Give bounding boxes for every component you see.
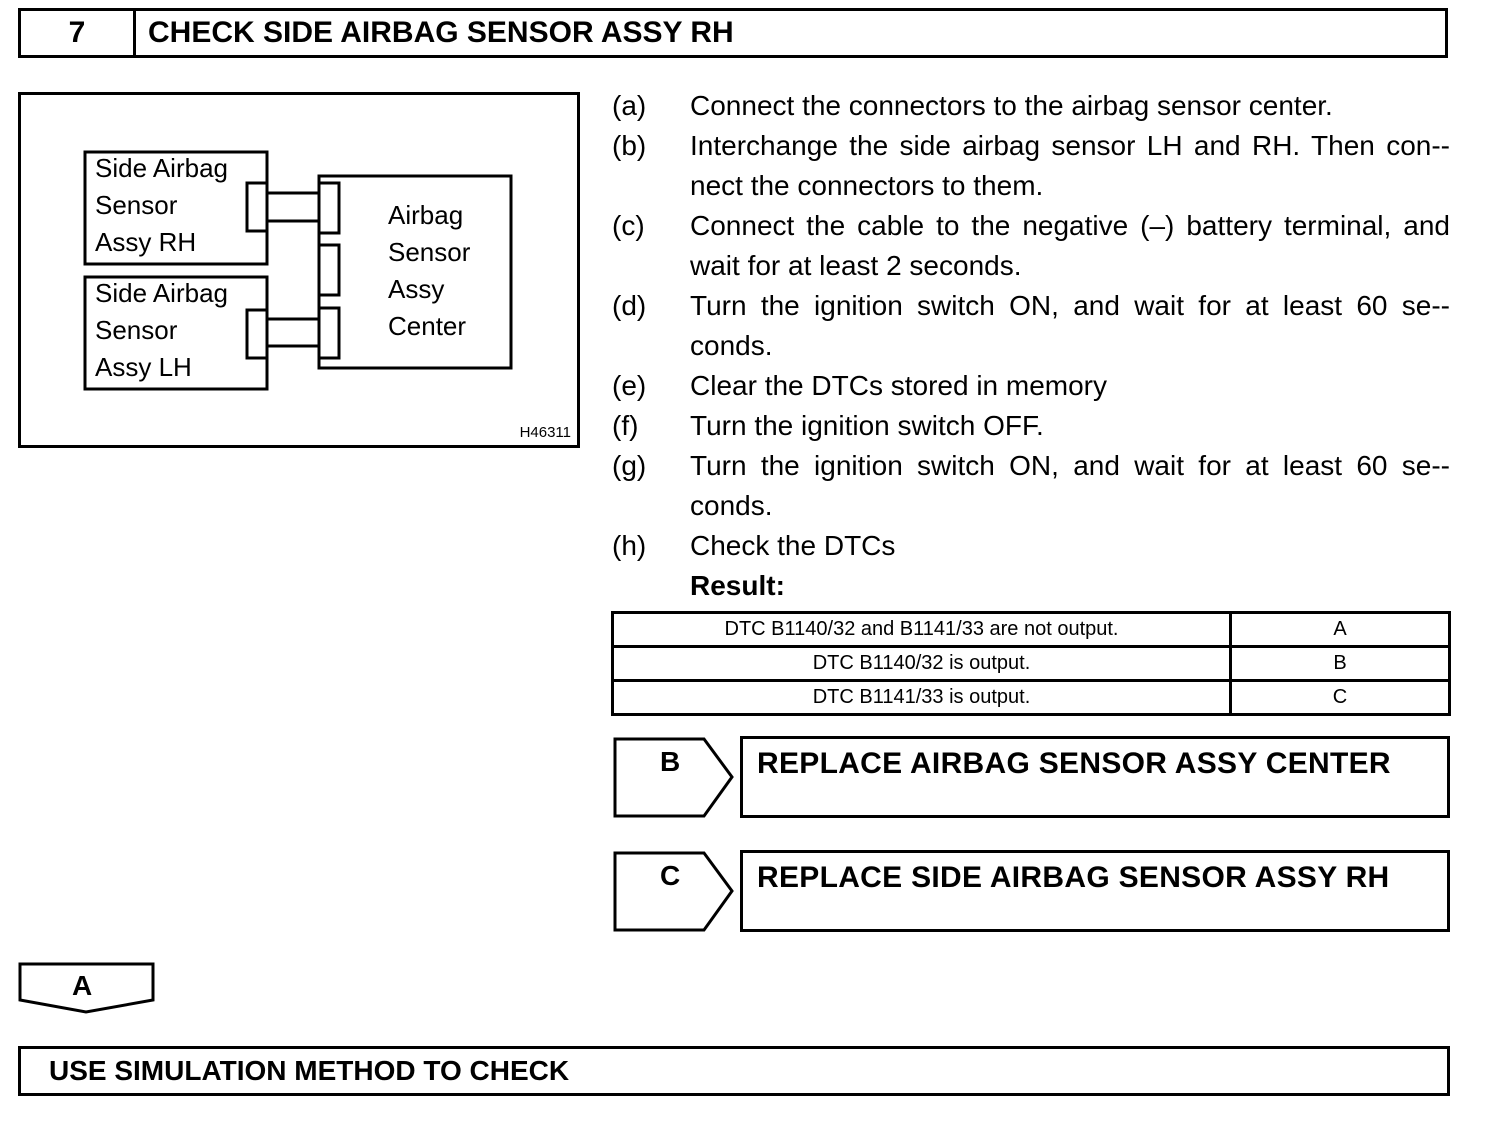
step-letter: (g) [612,450,647,481]
right-arrow-icon [613,737,734,818]
result-label: Result: [690,570,785,601]
sensor-rh-connector [245,181,269,233]
table-row: DTC B1140/32 is output. B [611,645,1451,682]
sensor-lh-connector [245,308,269,360]
next-step-text: USE SIMULATION METHOD TO CHECK [49,1055,570,1086]
outcome-code: B [660,746,681,777]
step-text: Interchange the side airbag sensor LH an… [690,130,1450,201]
outcome-code: C [660,860,681,891]
action-text: REPLACE AIRBAG SENSOR ASSY CENTER [757,747,1391,780]
instruction-step: (g) Turn the ignition switch ON, and wai… [612,446,1450,526]
instruction-step: (d) Turn the ignition switch ON, and wai… [612,286,1450,366]
result-table: DTC B1140/32 and B1141/33 are not output… [611,611,1451,716]
next-step-arrow: A [18,962,156,1016]
next-code: A [72,970,93,1001]
step-letter: (f) [612,410,639,441]
figure-id: H46311 [519,424,571,441]
step-text: Check the DTCs [690,530,896,561]
instruction-step: (c) Connect the cable to the negative (–… [612,206,1450,286]
instruction-step: (h) Check the DTCs [612,526,1450,566]
right-arrow-icon [613,851,734,932]
next-step-box: USE SIMULATION METHOD TO CHECK [18,1046,1450,1096]
down-arrow-icon [18,962,155,1014]
step-number: 7 [21,11,136,55]
outcome-b: B REPLACE AIRBAG SENSOR ASSY CENTER [612,736,1452,820]
action-text: REPLACE SIDE AIRBAG SENSOR ASSY RH [757,861,1390,894]
step-letter: (b) [612,130,647,161]
step-letter: (c) [612,210,645,241]
sensor-rh-label: Side Airbag Sensor Assy RH [95,153,228,257]
table-row: DTC B1141/33 is output. C [611,679,1451,716]
wiring-diagram: Side Airbag Sensor Assy RH Side Airbag S… [18,92,580,448]
center-connector-3 [317,306,341,360]
step-letter: (h) [612,530,647,561]
step-text: Turn the ignition switch ON, and wait fo… [690,450,1450,521]
sensor-lh-label: Side Airbag Sensor Assy LH [95,278,228,382]
step-text: Clear the DTCs stored in memory [690,370,1108,401]
action-box: REPLACE AIRBAG SENSOR ASSY CENTER [740,736,1450,818]
step-text: Turn the ignition switch ON, and wait fo… [690,290,1450,361]
step-letter: (a) [612,90,647,121]
outcome-c: C REPLACE SIDE AIRBAG SENSOR ASSY RH [612,850,1452,934]
step-title: CHECK SIDE AIRBAG SENSOR ASSY RH [148,16,734,49]
result-code: A [1229,611,1451,648]
center-connector-2 [317,243,341,297]
instruction-list: (a) Connect the connectors to the airbag… [612,86,1450,606]
result-code: B [1229,645,1451,682]
table-row: DTC B1140/32 and B1141/33 are not output… [611,611,1451,648]
result-condition: DTC B1141/33 is output. [611,679,1232,716]
instruction-step: (e) Clear the DTCs stored in memory [612,366,1450,406]
result-condition: DTC B1140/32 is output. [611,645,1232,682]
instruction-step: (f) Turn the ignition switch OFF. [612,406,1450,446]
step-text: Connect the cable to the negative (–) ba… [690,210,1450,281]
step-text: Turn the ignition switch OFF. [690,410,1044,441]
step-letter: (e) [612,370,647,401]
step-text: Connect the connectors to the airbag sen… [690,90,1333,121]
center-connector-1 [317,181,341,235]
center-label: Airbag Sensor Assy Center [388,200,471,341]
diagram-drawing [83,150,513,391]
result-code: C [1229,679,1451,716]
instruction-step: (a) Connect the connectors to the airbag… [612,86,1450,126]
instruction-step: (b) Interchange the side airbag sensor L… [612,126,1450,206]
result-condition: DTC B1140/32 and B1141/33 are not output… [611,611,1232,648]
step-letter: (d) [612,290,647,321]
action-box: REPLACE SIDE AIRBAG SENSOR ASSY RH [740,850,1450,932]
step-header: 7 CHECK SIDE AIRBAG SENSOR ASSY RH [18,8,1448,58]
